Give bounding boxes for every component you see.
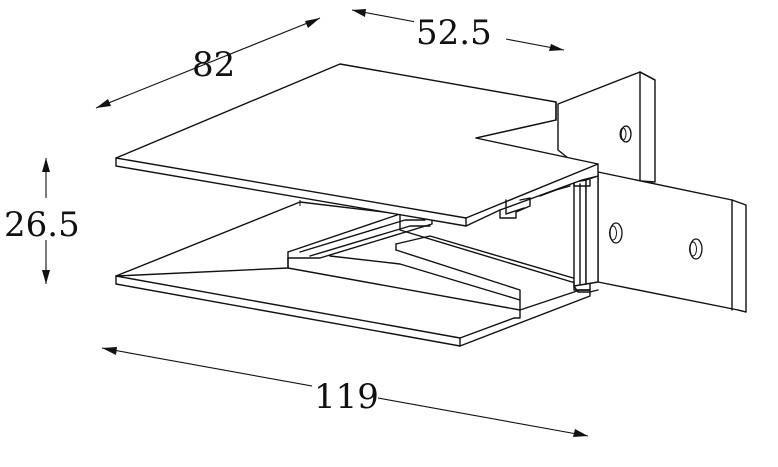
dimension-label-height: 26.5 <box>4 205 80 245</box>
top-plate <box>115 63 599 227</box>
dimension-width-top: 52.5 <box>351 9 565 53</box>
bracket-plate <box>597 171 747 313</box>
dimension-depth: 82 <box>95 17 321 109</box>
dimension-label-depth: 82 <box>192 45 235 85</box>
dimension-label-width-top: 52.5 <box>416 13 492 53</box>
dimension-height: 26.5 <box>2 158 92 284</box>
bottom-plate <box>115 201 591 347</box>
end-wall <box>573 173 599 293</box>
dimension-label-length: 119 <box>314 377 379 417</box>
dimension-length: 119 <box>101 347 589 437</box>
